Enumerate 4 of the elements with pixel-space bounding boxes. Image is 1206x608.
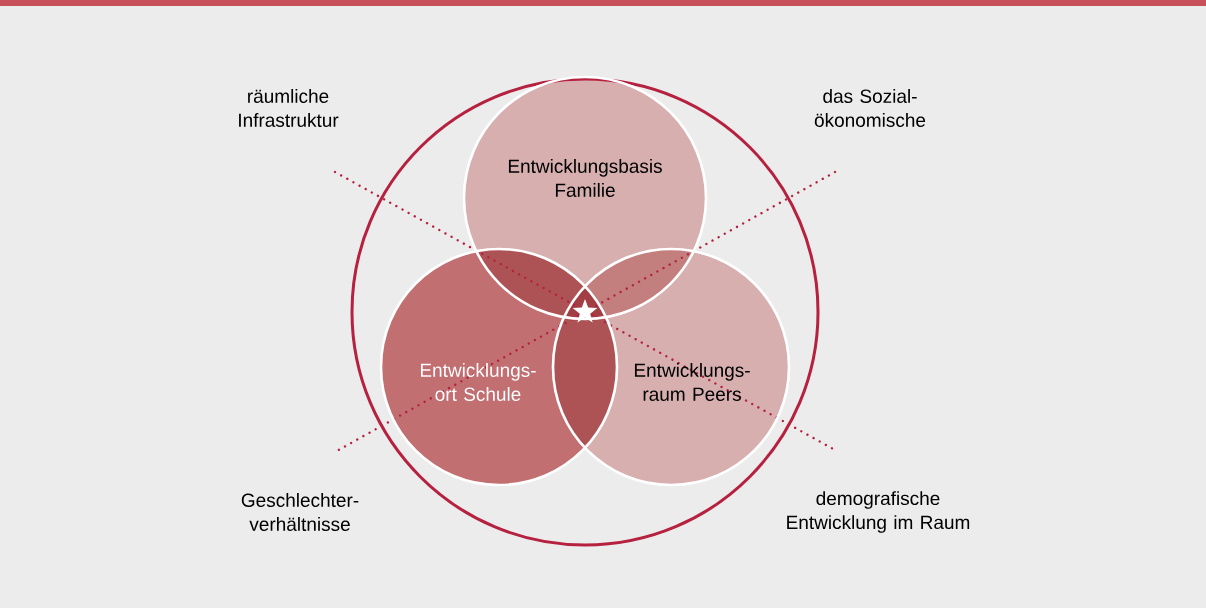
factor-label: räumliche Infrastruktur <box>239 89 339 127</box>
factor-label: demografische Entwicklung im Raum <box>787 491 970 533</box>
factor-label: Geschlechter- verhältnisse <box>241 493 359 531</box>
factor-label: das Sozial- ökonomische <box>814 89 926 127</box>
